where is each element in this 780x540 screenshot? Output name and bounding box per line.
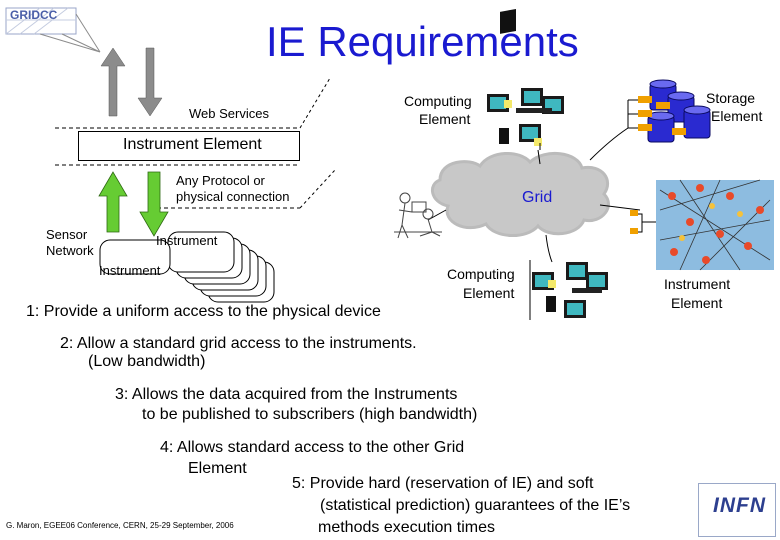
instrument-label-left: Instrument bbox=[99, 263, 161, 278]
computing-element-top bbox=[487, 9, 564, 150]
requirement-2-line1: 2: Allow a standard grid access to the i… bbox=[60, 335, 417, 352]
grid-connections bbox=[427, 127, 641, 263]
requirement-3-line2: to be published to subscribers (high ban… bbox=[142, 406, 478, 423]
computing-mid-label-line2: Element bbox=[463, 285, 515, 301]
instrument-label-stack: Instrument bbox=[156, 233, 218, 248]
instrument-element-box: Instrument Element bbox=[78, 131, 300, 161]
requirement-4-line1: 4: Allows standard access to the other G… bbox=[160, 439, 465, 456]
computing-element-mid bbox=[529, 260, 608, 320]
storage-element bbox=[627, 79, 711, 143]
storage-label-line2: Element bbox=[711, 108, 763, 124]
link-ie-grid-top bbox=[299, 77, 331, 129]
gridcc-logo-text: GRIDCC bbox=[10, 8, 58, 22]
page-title: IE Requirements bbox=[266, 18, 579, 65]
sensor-label-line2: Network bbox=[46, 243, 94, 258]
link-ie-grid-bottom bbox=[299, 169, 336, 209]
requirement-5-line2: (statistical prediction) guarantees of t… bbox=[320, 497, 631, 514]
ie-right-label-line2: Element bbox=[671, 295, 723, 311]
down-arrow-green bbox=[139, 171, 169, 237]
down-arrow-gray bbox=[137, 47, 163, 117]
requirement-5-line3: methods execution times bbox=[318, 519, 495, 536]
up-arrow-green bbox=[98, 171, 128, 233]
computing-top-label-line1: Computing bbox=[404, 93, 472, 109]
footer-citation: G. Maron, EGEE06 Conference, CERN, 25-29… bbox=[6, 521, 234, 530]
sensor-label-line1: Sensor bbox=[46, 227, 88, 242]
protocol-label-line1: Any Protocol or bbox=[176, 173, 265, 188]
grid-cloud bbox=[431, 151, 610, 238]
gridcc-logo: GRIDCC bbox=[5, 7, 101, 53]
grid-label: Grid bbox=[522, 189, 552, 206]
instrument-element-photo bbox=[630, 179, 774, 271]
requirement-3-line1: 3: Allows the data acquired from the Ins… bbox=[115, 386, 458, 403]
user-sketch bbox=[394, 192, 442, 239]
instrument-stack-left bbox=[99, 239, 171, 275]
requirement-1: 1: Provide a uniform access to the physi… bbox=[26, 303, 381, 320]
requirement-2-line2: (Low bandwidth) bbox=[88, 353, 206, 370]
up-arrow-gray bbox=[100, 47, 126, 117]
requirement-5-line1: 5: Provide hard (reservation of IE) and … bbox=[292, 475, 594, 492]
requirement-4-line2: Element bbox=[188, 460, 247, 477]
web-services-label: Web Services bbox=[189, 106, 269, 121]
computing-top-label-line2: Element bbox=[419, 111, 471, 127]
protocol-label-line2: physical connection bbox=[176, 189, 290, 204]
infn-logo-text: INFN bbox=[713, 494, 766, 517]
instrument-element-label: Instrument Element bbox=[123, 136, 262, 153]
infn-logo bbox=[698, 483, 776, 537]
computing-mid-label-line1: Computing bbox=[447, 266, 515, 282]
instrument-stack bbox=[167, 231, 275, 303]
storage-label-line1: Storage bbox=[706, 90, 756, 106]
ie-right-label-line1: Instrument bbox=[664, 276, 731, 292]
